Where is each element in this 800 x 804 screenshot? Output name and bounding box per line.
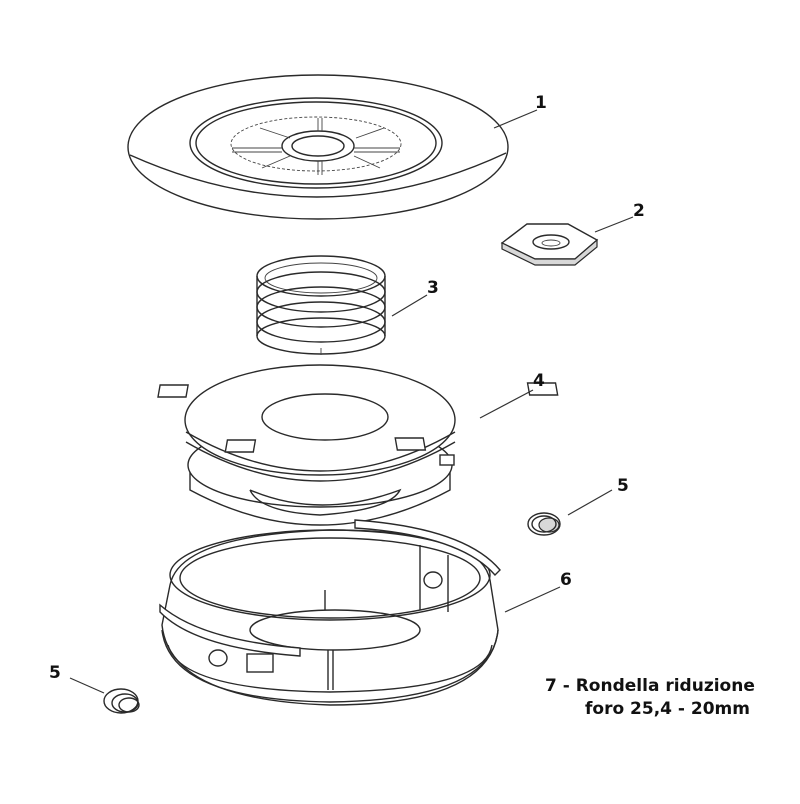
leader-5a — [567, 489, 613, 516]
caption-line-2: foro 25,4 - 20mm — [585, 698, 750, 719]
callout-5-right: 5 — [617, 476, 629, 496]
part-2-hex-nut — [500, 223, 599, 266]
callout-4: 4 — [533, 371, 545, 391]
callout-2: 2 — [633, 201, 645, 221]
callout-1: 1 — [535, 93, 547, 113]
leader-4 — [479, 389, 534, 419]
caption-line-1: 7 - Rondella riduzione — [545, 676, 755, 696]
callout-6: 6 — [560, 570, 572, 590]
callout-5-left: 5 — [49, 663, 61, 683]
leader-5b — [69, 677, 105, 694]
leader-3 — [391, 294, 428, 317]
part-6-housing — [159, 519, 501, 706]
part-4-spool — [157, 364, 559, 526]
leader-1 — [493, 109, 538, 129]
leader-2 — [594, 216, 634, 233]
part-7-caption: 7 - Rondella riduzione foro 25,4 - 20mm — [545, 675, 755, 721]
part-3-spring — [256, 255, 386, 355]
callout-3: 3 — [427, 278, 439, 298]
part-5-eyelet-left — [103, 688, 140, 714]
part-5-eyelet-right — [527, 512, 561, 536]
leader-6 — [504, 586, 561, 613]
part-1-cover-disc — [127, 74, 509, 220]
